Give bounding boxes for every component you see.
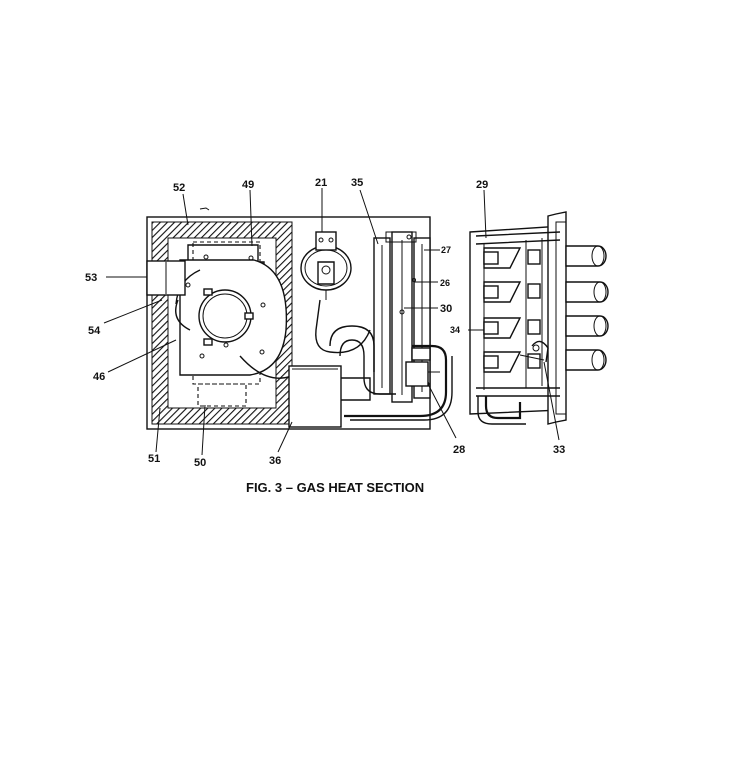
callout-34: 34 (450, 325, 460, 335)
burner-row-1 (483, 247, 541, 269)
callout-35: 35 (351, 177, 363, 189)
callout-26: 26 (440, 278, 450, 288)
callout-33: 33 (553, 444, 565, 456)
burner-row-4 (483, 351, 541, 373)
callout-54: 54 (88, 325, 101, 337)
flue-tubes (565, 245, 609, 371)
gas-valve-box (288, 365, 371, 428)
callout-28: 28 (453, 444, 465, 456)
callout-46: 46 (93, 371, 105, 383)
callout-30: 30 (440, 303, 452, 315)
callout-53: 53 (85, 272, 97, 284)
figure-caption: FIG. 3 – GAS HEAT SECTION (246, 480, 424, 495)
callout-51: 51 (148, 453, 160, 465)
heat-exchanger (373, 231, 431, 403)
manifold-piping (329, 325, 453, 421)
inducer-blower (175, 254, 288, 376)
callout-49: 49 (242, 179, 254, 191)
burner-row-2 (483, 281, 541, 303)
burner-row-3 (483, 317, 541, 339)
callout-50: 50 (194, 457, 206, 469)
leader-lines (103, 188, 560, 456)
callout-29: 29 (476, 179, 488, 191)
burner-assembly (469, 211, 567, 425)
callout-52: 52 (173, 182, 185, 194)
callout-36: 36 (269, 455, 281, 467)
callout-21: 21 (315, 177, 327, 189)
vent-outlet (146, 260, 186, 296)
callout-labels: 52 49 21 35 27 26 30 53 54 46 51 50 36 2… (85, 177, 565, 469)
callout-27: 27 (441, 245, 451, 255)
pressure-switch (300, 231, 371, 354)
